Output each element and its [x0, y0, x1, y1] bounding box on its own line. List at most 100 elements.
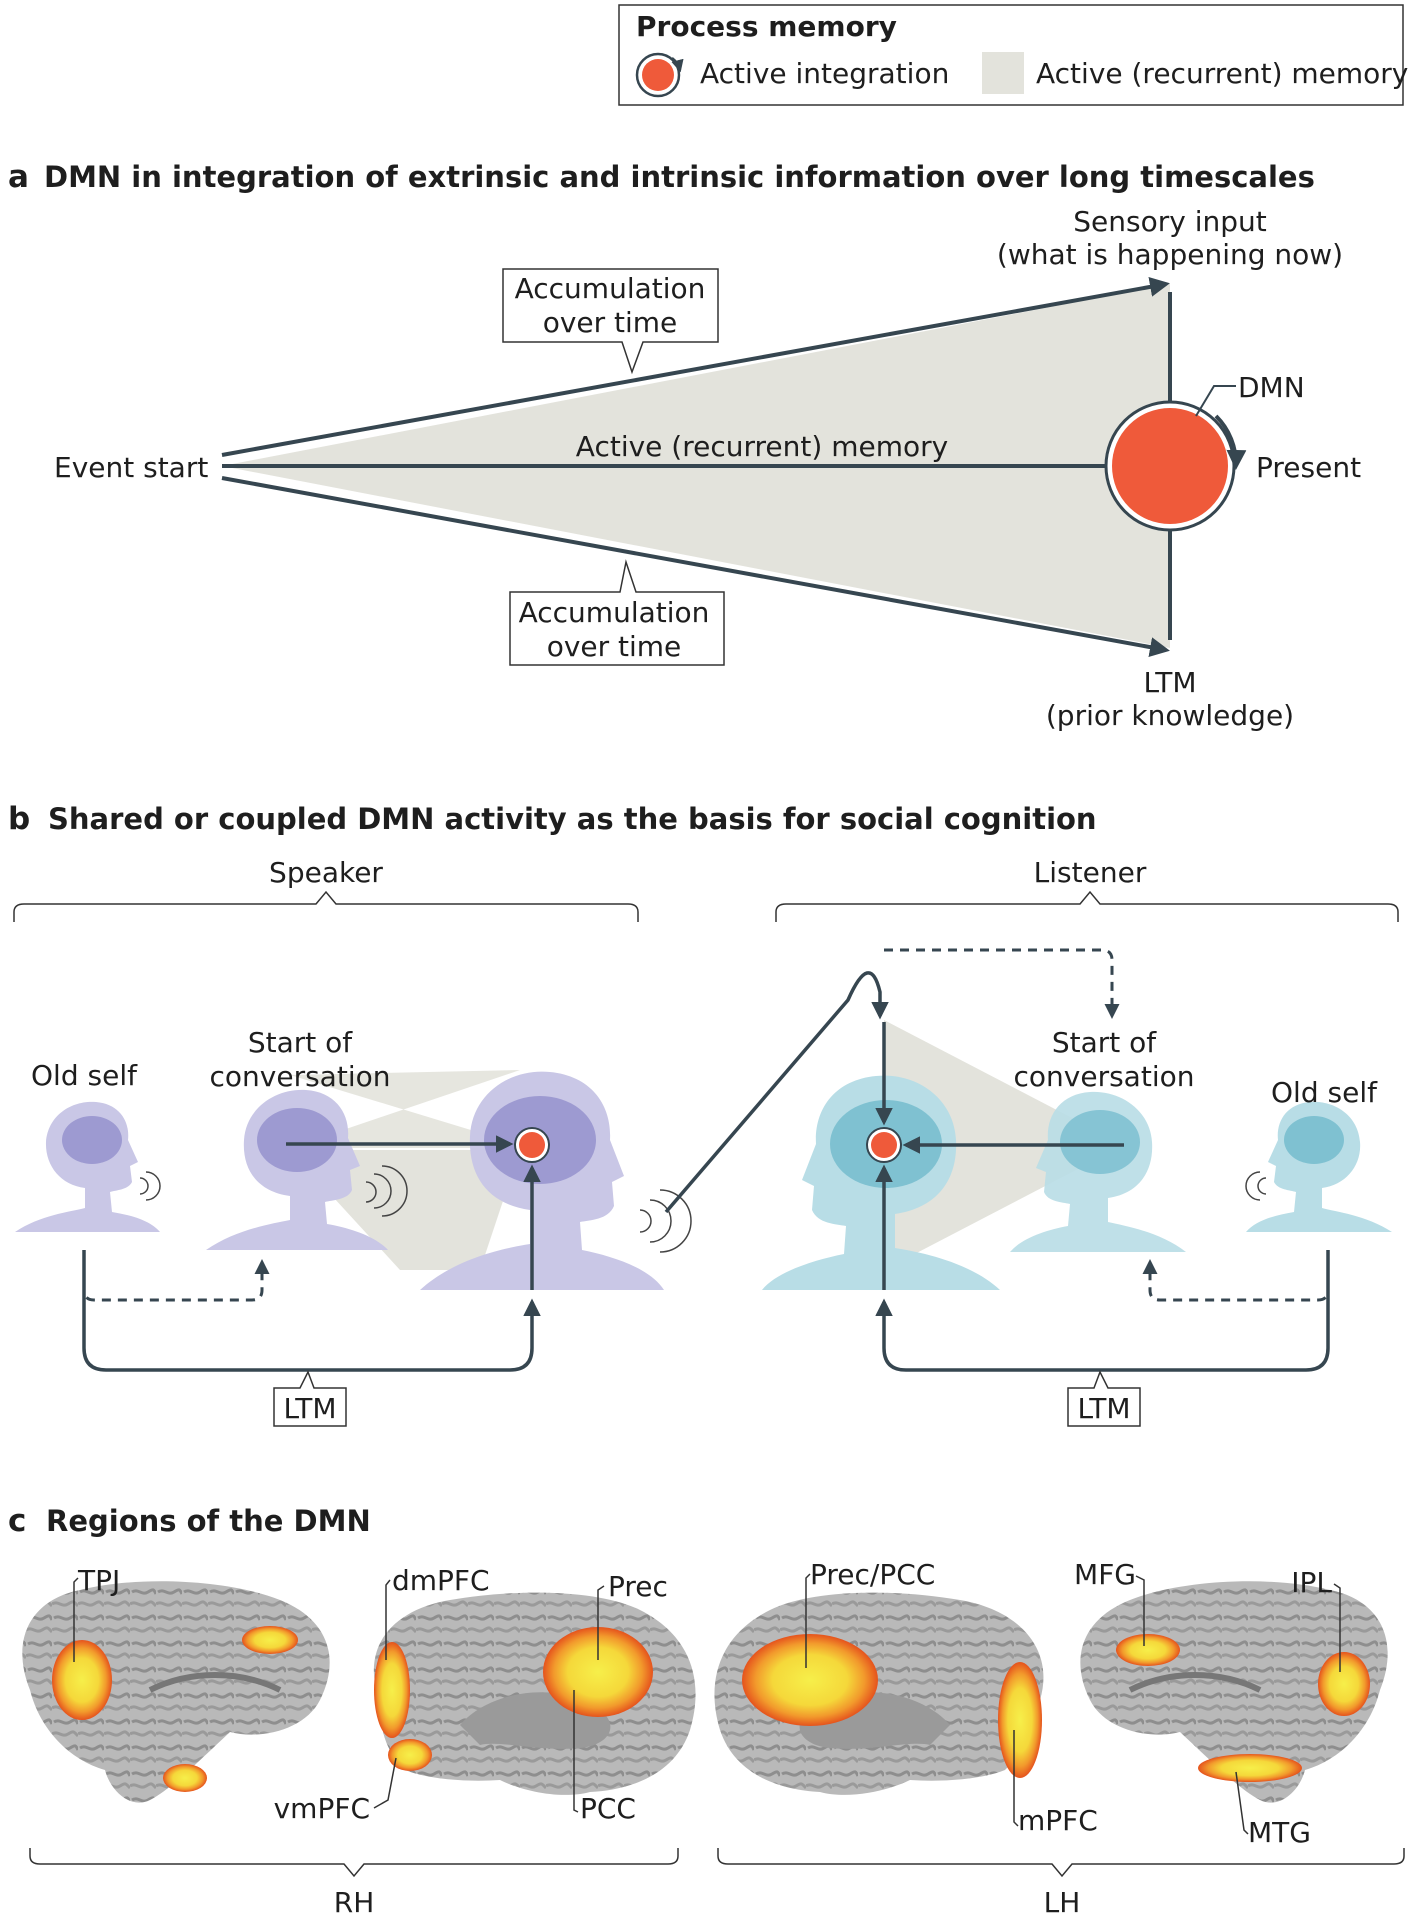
listener-old-self-head: [1245, 1101, 1392, 1232]
tpj-leader: [73, 1577, 79, 1662]
mpfc-label: mPFC: [1018, 1804, 1098, 1837]
mtg-activation: [1198, 1754, 1302, 1782]
mtg-label: MTG: [1248, 1816, 1311, 1849]
pcc-leader: [573, 1690, 579, 1813]
prec-activation: [543, 1627, 653, 1717]
listener-start-label-2: conversation: [1014, 1060, 1195, 1093]
brain-rh-lateral: [22, 1581, 330, 1803]
listener-ltm-label: LTM: [1077, 1392, 1130, 1425]
panel-b-letter: b: [8, 801, 30, 837]
listener-bracket: [775, 890, 1399, 922]
prec-label: Prec: [608, 1570, 668, 1603]
vmpfc-leader: [373, 1757, 397, 1809]
accumulation-callout-bottom: Accumulation over time: [509, 559, 725, 666]
listener-start-label-1: Start of: [1052, 1026, 1157, 1059]
speaker-start-label-2: conversation: [210, 1060, 391, 1093]
dmn-leader-line: [1195, 385, 1236, 417]
legend: Process memory Active integration Active…: [618, 4, 1408, 106]
ltm-label-1: LTM: [1143, 666, 1196, 699]
lh-bracket: [717, 1848, 1405, 1878]
tpj-activation: [52, 1640, 112, 1720]
prec-leader: [597, 1585, 605, 1660]
ipl-label: IPL: [1291, 1566, 1332, 1599]
listener-ltm-callout: LTM: [1067, 1370, 1141, 1427]
sensory-input-label-1: Sensory input: [1073, 205, 1266, 238]
present-label: Present: [1256, 451, 1361, 484]
listener-old-self-label: Old self: [1271, 1076, 1378, 1109]
vmpfc-label: vmPFC: [274, 1792, 370, 1825]
accumulation-bottom-1: Accumulation: [519, 596, 710, 629]
brain-lh-lateral: [1080, 1581, 1388, 1803]
listener-integration-node: [866, 1127, 902, 1163]
brain-rh-medial: [373, 1592, 696, 1795]
dmpfc-activation: [374, 1642, 410, 1738]
accumulation-bottom-2: over time: [547, 630, 682, 663]
speaker-dashed-arrow: [82, 1250, 270, 1302]
speaker-start-head: [206, 1089, 408, 1250]
ltm-label-2: (prior knowledge): [1046, 699, 1294, 732]
mpfc-activation: [998, 1662, 1042, 1778]
listener-start-head: [1010, 1091, 1186, 1252]
rh-bracket: [29, 1848, 679, 1878]
vmpfc-activation: [388, 1739, 432, 1771]
dmn-label: DMN: [1238, 371, 1305, 404]
tpj-label: TPJ: [77, 1564, 120, 1597]
mfg-label: MFG: [1074, 1558, 1136, 1591]
rh-parietal-activation: [242, 1626, 298, 1654]
panel-b: b Shared or coupled DMN activity as the …: [8, 801, 1399, 1427]
mfg-leader: [1135, 1575, 1145, 1646]
speaker-ltm-callout: LTM: [273, 1370, 347, 1427]
speaker-old-self-label: Old self: [31, 1059, 138, 1092]
active-memory-label: Active (recurrent) memory: [576, 430, 948, 463]
speaker-bracket: [13, 890, 639, 922]
speaker-ltm-label: LTM: [283, 1392, 336, 1425]
legend-active-integration: Active integration: [700, 57, 949, 90]
listener-dashed-arrow: [1142, 1250, 1330, 1302]
speaker-integration-node: [514, 1127, 550, 1163]
sensory-input-label-2: (what is happening now): [997, 238, 1343, 271]
coupling-line: [664, 971, 889, 1214]
lh-label: LH: [1044, 1886, 1081, 1919]
listener-ltm-path: [875, 1250, 1330, 1372]
coupling-dashed-arrow: [884, 948, 1120, 1019]
mfg-activation: [1116, 1634, 1180, 1666]
panel-a-title: DMN in integration of extrinsic and intr…: [44, 160, 1315, 194]
dmpfc-label: dmPFC: [392, 1564, 490, 1597]
listener-label: Listener: [1034, 856, 1147, 889]
prec-pcc-label: Prec/PCC: [810, 1558, 935, 1591]
ipl-leader: [1333, 1583, 1341, 1672]
legend-memory-swatch: [982, 52, 1024, 94]
active-integration-icon: [635, 52, 684, 98]
speaker-old-self-head: [15, 1101, 161, 1232]
speaker-ltm-path: [82, 1250, 541, 1372]
speaker-memory-cone: [290, 1070, 530, 1148]
rh-label: RH: [334, 1886, 375, 1919]
panel-a-letter: a: [8, 159, 29, 195]
legend-title: Process memory: [636, 10, 897, 43]
mtg-leader: [1235, 1771, 1249, 1835]
accumulation-callout-top: Accumulation over time: [502, 268, 719, 375]
ipl-activation: [1318, 1652, 1370, 1716]
panel-c-letter: c: [8, 1503, 26, 1539]
event-start-label: Event start: [54, 451, 208, 484]
panel-c: c Regions of the DMN TPJ dmPFC Prec vmPF…: [8, 1503, 1405, 1919]
prec-pcc-leader: [805, 1573, 811, 1668]
panel-b-title: Shared or coupled DMN activity as the ba…: [48, 802, 1097, 836]
rh-temporal-activation: [163, 1764, 207, 1792]
accumulation-arrow-top: [221, 277, 1170, 457]
dmpfc-leader: [385, 1579, 391, 1660]
speaker-start-label-1: Start of: [248, 1026, 353, 1059]
panel-c-title: Regions of the DMN: [46, 1504, 371, 1538]
accumulation-top-2: over time: [543, 306, 678, 339]
panel-a: a DMN in integration of extrinsic and in…: [8, 159, 1361, 732]
pcc-label: PCC: [580, 1792, 636, 1825]
prec-pcc-activation: [742, 1634, 878, 1726]
dmn-integration-node: [1104, 400, 1247, 532]
speaker-label: Speaker: [269, 856, 383, 889]
mpfc-leader: [1013, 1730, 1019, 1827]
accumulation-top-1: Accumulation: [515, 272, 706, 305]
accumulation-arrow-bottom: [221, 476, 1170, 657]
brain-lh-medial: [714, 1592, 1044, 1795]
legend-active-memory: Active (recurrent) memory: [1036, 57, 1408, 90]
